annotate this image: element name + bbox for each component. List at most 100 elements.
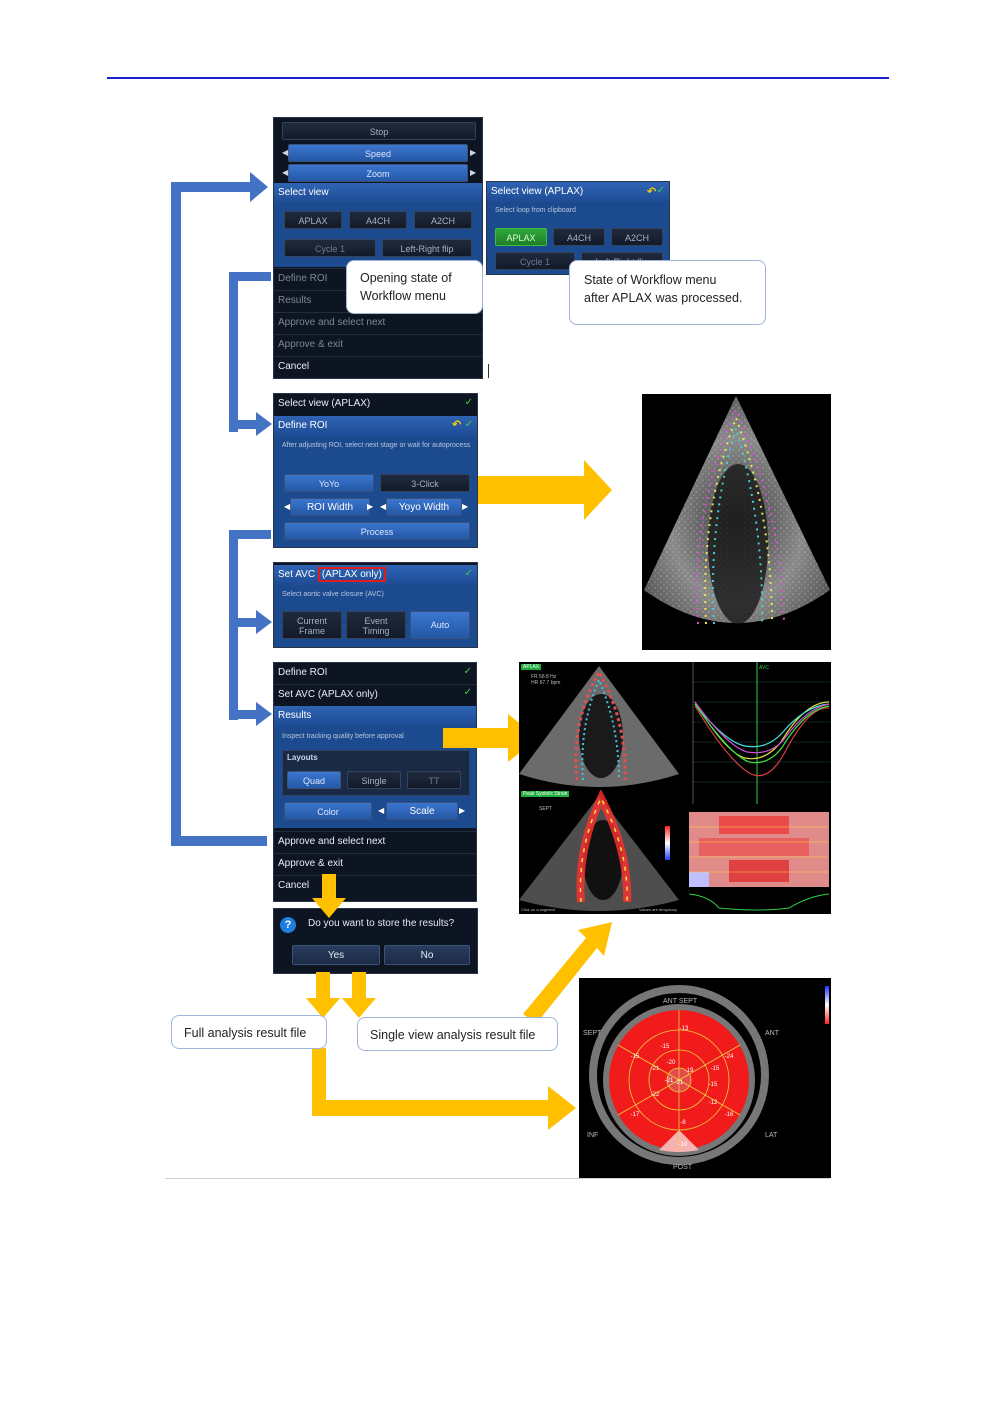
quad-bl-tag: Peak Systolic Strain xyxy=(521,791,570,797)
a4ch-button[interactable]: A4CH xyxy=(553,228,605,246)
check-icon: ✓ xyxy=(464,568,473,579)
bullseye-segment-value: -20 xyxy=(667,1060,676,1066)
text-cursor xyxy=(488,364,489,378)
top-rule xyxy=(107,77,889,79)
bullseye-segment-value: -16 xyxy=(725,1112,734,1118)
scale-left-icon[interactable]: ◀ xyxy=(378,806,385,815)
a2ch-button[interactable]: A2CH xyxy=(414,211,472,229)
workflow-menu-results: Define ROI ✓ Set AVC (APLAX only) ✓ Resu… xyxy=(273,662,477,902)
bullseye-plot: -13-15-15-24-21-20-15-19-21-21-15-22-12-… xyxy=(589,985,829,1165)
zoom-right-arrow-icon[interactable]: ▶ xyxy=(470,168,477,177)
cancel-item[interactable]: Cancel xyxy=(274,875,476,895)
speed-right-arrow-icon[interactable]: ▶ xyxy=(470,148,477,157)
define-roi-options: After adjusting ROI, select next stage o… xyxy=(274,436,477,547)
color-button[interactable]: Color xyxy=(284,802,372,820)
quad-tl-tag: APLAX xyxy=(521,664,542,670)
auto-button[interactable]: Auto xyxy=(410,611,470,639)
check-icon: ✓ xyxy=(463,687,472,698)
quad-bl-footer-right: Values are temporary xyxy=(639,907,677,912)
scale-control[interactable]: Scale xyxy=(386,802,458,820)
step-define-roi-active[interactable]: Define ROI xyxy=(274,416,477,436)
approve-exit-item[interactable]: Approve & exit xyxy=(274,334,482,354)
undo-icon[interactable]: ↶ xyxy=(452,419,462,431)
3-click-button[interactable]: 3-Click xyxy=(380,474,470,492)
yoyo-width-right-icon[interactable]: ▶ xyxy=(462,502,469,511)
bullseye-label-ant-sept: ANT SEPT xyxy=(663,998,698,1005)
bullseye-segment-value: -15 xyxy=(631,1054,640,1060)
quad-color-scale xyxy=(665,826,670,860)
results-options: Inspect tracking quality before approval… xyxy=(274,726,476,828)
aplax-button-done[interactable]: APLAX xyxy=(495,228,547,246)
bullseye-segment-value: -21 xyxy=(665,1078,674,1084)
step-set-avc[interactable]: Set AVC (APLAX only) xyxy=(274,565,477,585)
hint-text: Select loop from clipboard xyxy=(495,207,576,214)
yoyo-button[interactable]: YoYo xyxy=(284,474,374,492)
bullseye-segment-value: -21 xyxy=(651,1066,660,1072)
step-select-view-aplax[interactable]: Select view (APLAX) xyxy=(487,182,669,202)
approve-next-item[interactable]: Approve and select next xyxy=(274,831,476,851)
roi-width-right-icon[interactable]: ▶ xyxy=(367,502,374,511)
callout-full-analysis: Full analysis result file xyxy=(171,1015,327,1049)
step-define-roi-done[interactable]: Define ROI xyxy=(278,667,328,678)
arrow-to-quad-view xyxy=(443,714,538,762)
bullseye-segment-value: -13 xyxy=(680,1026,689,1032)
check-icon: ✓ xyxy=(464,419,473,430)
step-set-avc-done[interactable]: Set AVC (APLAX only) xyxy=(274,684,476,704)
arrow-to-single-file xyxy=(342,972,376,1018)
cancel-item[interactable]: Cancel xyxy=(274,356,482,376)
hint-text: Inspect tracking quality before approval xyxy=(282,733,404,740)
yes-button[interactable]: Yes xyxy=(292,945,380,965)
set-avc-options: Select aortic valve closure (AVC) Curren… xyxy=(274,585,477,647)
select-view-options: APLAX A4CH A2CH Cycle 1 Left-Right flip xyxy=(274,203,482,267)
roi-width-left-icon[interactable]: ◀ xyxy=(284,502,291,511)
step-select-view[interactable]: Select view xyxy=(274,183,482,203)
stop-button[interactable]: Stop xyxy=(282,122,476,140)
bullseye-segment-value: -22 xyxy=(651,1092,660,1098)
workflow-menu-set-avc: Set AVC (APLAX only) ✓ Select aortic val… xyxy=(273,562,478,648)
step-select-view-aplax[interactable]: Select view (APLAX) xyxy=(278,398,371,409)
roi-width-control[interactable]: ROI Width xyxy=(290,498,370,516)
tt-button[interactable]: TT xyxy=(407,771,461,789)
single-button[interactable]: Single xyxy=(347,771,401,789)
arrow-to-dialog xyxy=(312,874,346,918)
layouts-label: Layouts xyxy=(287,753,318,762)
quad-bl-sept: SEPT xyxy=(539,806,553,812)
workflow-menu-define-roi: Select view (APLAX) ✓ Define ROI ↶ ✓ Aft… xyxy=(273,393,478,548)
scale-right-icon[interactable]: ▶ xyxy=(459,806,466,815)
cycle-selector[interactable]: Cycle 1 xyxy=(284,239,376,257)
quad-bl-footer-left: Click on a segment xyxy=(521,907,556,912)
yoyo-width-control[interactable]: Yoyo Width xyxy=(386,498,462,516)
no-button[interactable]: No xyxy=(384,945,470,965)
bullseye-segment-value: -17 xyxy=(631,1112,640,1118)
check-icon: ✓ xyxy=(464,397,473,408)
check-icon: ✓ xyxy=(463,666,472,677)
quad-button[interactable]: Quad xyxy=(287,771,341,789)
bullseye-segment-value: -15 xyxy=(709,1082,718,1088)
a4ch-button[interactable]: A4CH xyxy=(349,211,407,229)
cycle-selector[interactable]: Cycle 1 xyxy=(495,252,575,270)
speed-left-arrow-icon[interactable]: ◀ xyxy=(282,148,289,157)
process-button[interactable]: Process xyxy=(284,522,470,540)
zoom-left-arrow-icon[interactable]: ◀ xyxy=(282,168,289,177)
echo-roi-image xyxy=(642,394,831,650)
zoom-control[interactable]: Zoom xyxy=(288,164,468,182)
bullseye-segment-value: -12 xyxy=(709,1100,718,1106)
bullseye-segment-value: -24 xyxy=(725,1054,734,1060)
bullseye-segment-value: -15 xyxy=(661,1044,670,1050)
question-icon: ? xyxy=(280,917,296,933)
step-results-active[interactable]: Results xyxy=(274,706,476,726)
a2ch-button[interactable]: A2CH xyxy=(611,228,663,246)
aplax-button[interactable]: APLAX xyxy=(284,211,342,229)
approve-exit-item[interactable]: Approve & exit xyxy=(274,853,476,873)
bullseye-result-view: -13-15-15-24-21-20-15-19-21-21-15-22-12-… xyxy=(579,978,831,1178)
left-right-flip-button[interactable]: Left-Right flip xyxy=(382,239,472,257)
undo-icon[interactable]: ↶ xyxy=(647,186,657,198)
yoyo-width-left-icon[interactable]: ◀ xyxy=(380,502,387,511)
speed-control[interactable]: Speed xyxy=(288,144,468,162)
